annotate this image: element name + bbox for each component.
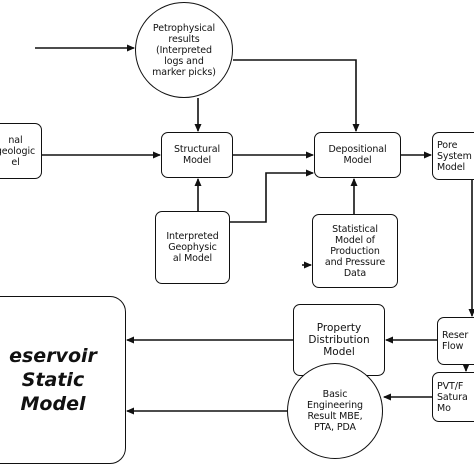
reservoir-flow-model-label: Reser Flow (442, 330, 469, 352)
pore-system-model-node: Pore System Model (432, 132, 474, 180)
depositional-model-label: Depositional Model (328, 144, 387, 166)
structural-model-node: Structural Model (161, 132, 233, 178)
reservoir-flow-model-node: Reser Flow (437, 317, 474, 365)
pvt-saturation-model-node: PVT/F Satura Mo (432, 372, 474, 422)
regional-geologic-model-label: nal geologic el (0, 134, 36, 168)
reservoir-static-model-label: eservoir Static Model (9, 345, 97, 415)
arrow-petrophysical-to-depositional (233, 59, 360, 132)
interpreted-geophysical-model-node: Interpreted Geophysic al Model (155, 211, 230, 284)
petrophysical-results-node: Petrophysical results (Interpreted logs … (135, 2, 233, 98)
pvt-saturation-model-label: PVT/F Satura Mo (437, 380, 468, 414)
basic-engineering-results-node: Basic Engineering Result MBE, PTA, PDA (287, 363, 383, 459)
reservoir-static-model-node: eservoir Static Model (0, 296, 126, 464)
basic-engineering-results-label: Basic Engineering Result MBE, PTA, PDA (307, 389, 363, 433)
depositional-model-node: Depositional Model (314, 132, 401, 178)
property-distribution-model-label: Property Distribution Model (308, 322, 370, 358)
statistical-model-label: Statistical Model of Production and Pres… (324, 223, 386, 279)
regional-geologic-model-node: nal geologic el (0, 123, 42, 179)
interpreted-geophysical-model-label: Interpreted Geophysic al Model (166, 231, 219, 264)
arrow-geophysical-to-depositional (230, 169, 314, 223)
pore-system-model-label: Pore System Model (437, 139, 472, 173)
petrophysical-results-label: Petrophysical results (Interpreted logs … (152, 22, 216, 78)
property-distribution-model-node: Property Distribution Model (293, 304, 385, 376)
structural-model-label: Structural Model (173, 144, 221, 166)
statistical-model-node: Statistical Model of Production and Pres… (312, 214, 398, 288)
